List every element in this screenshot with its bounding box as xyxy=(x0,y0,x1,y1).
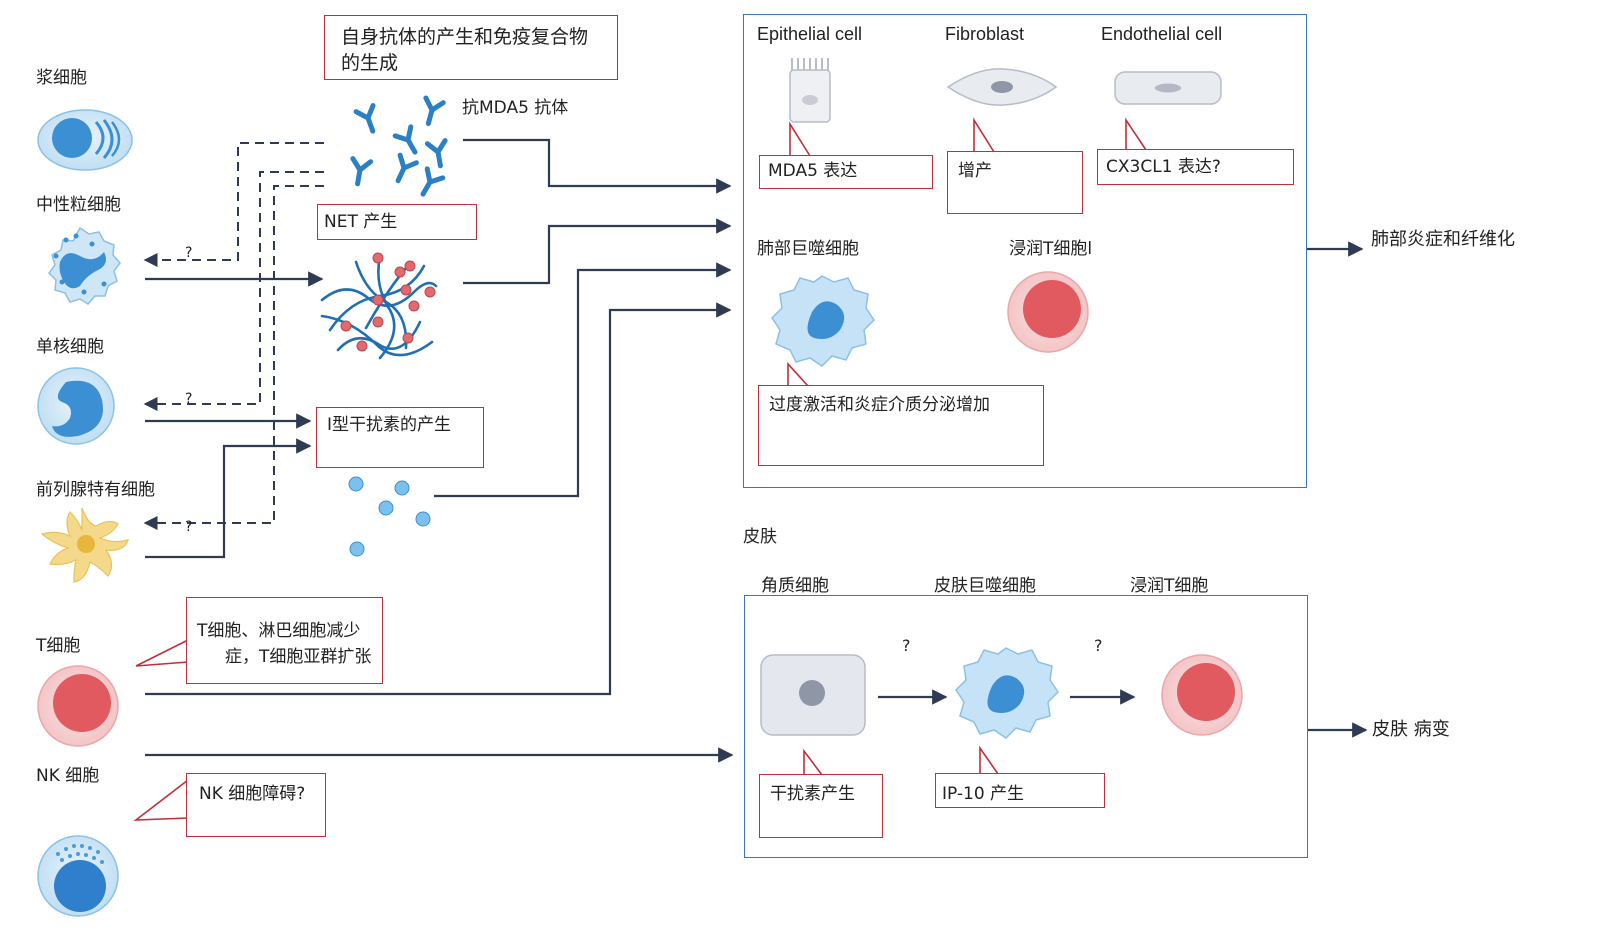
autoantibody-box: 自身抗体的产生和免疫复合物的生成 xyxy=(324,15,618,80)
net-fibers-icon xyxy=(320,252,438,360)
epithelial-cell-label: Epithelial cell xyxy=(757,24,863,44)
skin-title: 皮肤 xyxy=(743,527,777,547)
net-box: NET 产生 xyxy=(317,204,477,240)
keratinocyte-icon xyxy=(760,654,866,736)
lung-t-cell-icon xyxy=(1007,271,1089,353)
lung-outcome-label: 肺部炎症和纤维化 xyxy=(1371,229,1515,250)
monocyte-label: 单核细胞 xyxy=(36,337,104,357)
overactivation-box: 过度激活和炎症介质分泌增加 xyxy=(758,385,1044,466)
question-mark: ? xyxy=(185,391,193,407)
t-cell-icon xyxy=(37,665,119,747)
plasma-cell-label: 浆细胞 xyxy=(36,68,87,88)
neutrophil-icon xyxy=(48,226,121,305)
skin-macrophage-label: 皮肤巨噬细胞 xyxy=(934,576,1036,596)
ip10-box: IP-10 产生 xyxy=(935,773,1105,808)
antibody-cluster-icon xyxy=(350,95,448,197)
callout-tails xyxy=(133,117,1147,821)
plasma-cell-icon xyxy=(37,109,133,171)
dashed-feedback-lines xyxy=(143,142,324,530)
pdc-cell-icon xyxy=(40,507,129,583)
anti-mda5-label: 抗MDA5 抗体 xyxy=(462,98,569,118)
t-cell-label: T细胞 xyxy=(36,636,81,656)
nk-cell-icon xyxy=(37,835,119,917)
lung-panel xyxy=(743,14,1307,488)
nk-cell-label: NK 细胞 xyxy=(36,766,100,786)
question-mark: ? xyxy=(185,245,193,261)
fibroblast-label: Fibroblast xyxy=(945,24,1025,44)
ifn-production-box: 干扰素产生 xyxy=(759,774,883,838)
t-cell-callout: T细胞、淋巴细胞减少症，T细胞亚群扩张 xyxy=(186,597,383,684)
endothelial-cell-icon xyxy=(1114,71,1222,105)
pdc-label: 前列腺特有细胞 xyxy=(36,480,155,500)
keratinocyte-label: 角质细胞 xyxy=(761,576,829,596)
infiltrating-t-cell-label: 浸润T细胞l xyxy=(1009,239,1093,259)
mda5-expression-box: MDA5 表达 xyxy=(759,155,933,189)
cx3cl1-box: CX3CL1 表达? xyxy=(1097,149,1294,185)
question-mark: ? xyxy=(185,519,193,535)
question-mark: ? xyxy=(1094,636,1103,655)
epithelial-cell-icon xyxy=(789,58,831,123)
proliferation-box: 增产 xyxy=(947,151,1083,214)
monocyte-icon xyxy=(37,367,115,445)
endothelial-cell-label: Endothelial cell xyxy=(1101,24,1223,44)
ifn-box: I型干扰素的产生 xyxy=(316,407,484,468)
skin-infiltrating-t-label: 浸润T细胞 xyxy=(1130,576,1209,596)
neutrophil-label: 中性粒细胞 xyxy=(36,195,121,215)
nk-cell-callout: NK 细胞障碍? xyxy=(186,773,326,837)
skin-macrophage-icon xyxy=(955,647,1059,739)
lung-macrophage-label: 肺部巨噬细胞 xyxy=(757,239,859,259)
skin-t-cell-icon xyxy=(1161,654,1243,736)
skin-outcome-label: 皮肤 病变 xyxy=(1372,719,1450,740)
lung-macrophage-icon xyxy=(771,275,875,367)
interferon-particles-icon xyxy=(348,476,431,557)
skin-panel xyxy=(744,595,1308,858)
fibroblast-icon xyxy=(946,68,1058,106)
solid-arrows xyxy=(145,138,1368,763)
question-mark: ? xyxy=(902,636,911,655)
